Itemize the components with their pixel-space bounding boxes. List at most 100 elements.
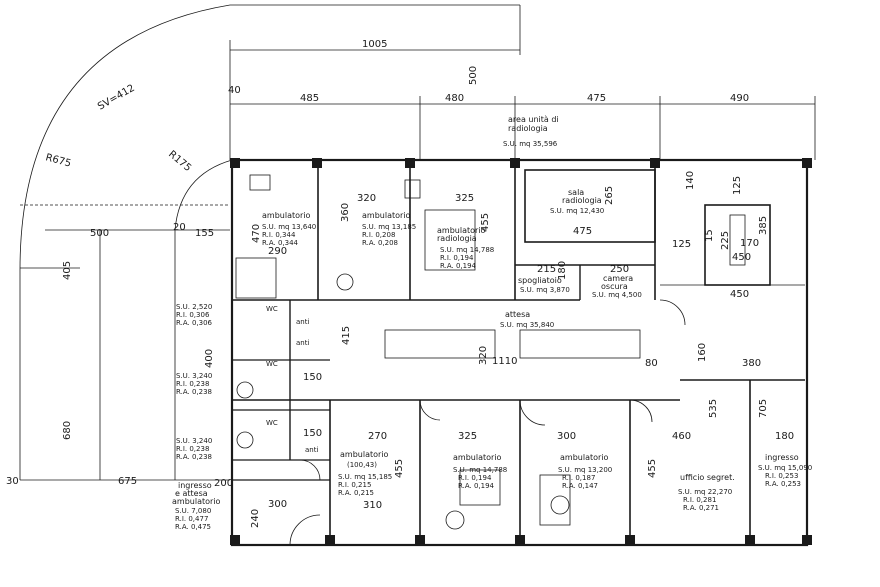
room-su: S.U. mq 13,185 xyxy=(362,223,416,231)
room-name: ambulatorio xyxy=(262,211,311,220)
room-name: ingresso xyxy=(178,481,212,490)
wc-label: WC xyxy=(266,419,278,427)
dim-360: 360 xyxy=(340,203,351,222)
dim-left-675: 675 xyxy=(118,476,137,487)
room-name: sala xyxy=(568,188,584,197)
area-su: S.U. mq 35,596 xyxy=(503,140,558,148)
dim-325: 325 xyxy=(455,193,474,204)
dim-270: 270 xyxy=(368,431,387,442)
dim-455: 455 xyxy=(480,213,491,232)
room-name: spogliatoio xyxy=(518,276,562,285)
dim-200: 200 xyxy=(214,478,233,489)
dim-415: 415 xyxy=(341,326,352,345)
room-su: S.U. mq 4,500 xyxy=(592,291,642,299)
room-name-2: e attesa xyxy=(175,489,208,498)
dim-left-155: 155 xyxy=(195,228,214,239)
room-ra: R.A. 0,194 xyxy=(458,482,495,490)
dim-left-500: 500 xyxy=(90,228,109,239)
wc-label: WC xyxy=(266,305,278,313)
wc-ri: R.I. 0,238 xyxy=(176,380,209,388)
dim-left-20: 20 xyxy=(173,222,186,233)
wc-label: WC xyxy=(266,360,278,368)
dim-1110: 1110 xyxy=(492,356,517,367)
room-name: ambulatorio xyxy=(340,450,389,459)
anti-label: anti xyxy=(296,318,309,326)
dim-290: 290 xyxy=(268,246,287,257)
dim-300: 300 xyxy=(557,431,576,442)
room-su: S.U. mq 14,788 xyxy=(440,246,494,254)
wc-su: S.U. 2,520 xyxy=(176,303,212,311)
dim-150: 150 xyxy=(303,372,322,383)
inner-arc-r175 xyxy=(174,159,233,480)
room-ri: R.I. 0,344 xyxy=(262,231,296,239)
area-name: area unità di xyxy=(508,115,559,124)
room-name-2: oscura xyxy=(601,282,628,291)
dim-320: 320 xyxy=(357,193,376,204)
dim-300b: 300 xyxy=(268,499,287,510)
dim-top-500: 500 xyxy=(468,66,479,85)
room-ri: R.I. 0,253 xyxy=(765,472,798,480)
dim-460: 460 xyxy=(672,431,691,442)
dim-top-490: 490 xyxy=(730,93,749,104)
dim-325b: 325 xyxy=(458,431,477,442)
area-name-2: radiologia xyxy=(508,124,548,133)
room-name: attesa xyxy=(505,310,530,319)
dim-310: 310 xyxy=(363,500,382,511)
dim-80: 80 xyxy=(645,358,658,369)
wc-ri: R.I. 0,238 xyxy=(176,445,209,453)
outer-arc-r675 xyxy=(19,4,520,480)
dim-475: 475 xyxy=(573,226,592,237)
room-ri: R.I. 0,215 xyxy=(338,481,371,489)
dim-535: 535 xyxy=(708,399,719,418)
room-ri: R.I. 0,194 xyxy=(440,254,474,262)
room-ri: R.I. 0,208 xyxy=(362,231,395,239)
room-su: S.U. mq 22,270 xyxy=(678,488,732,496)
room-ri: R.I. 0,477 xyxy=(175,515,208,523)
dim-15: 15 xyxy=(704,229,715,242)
dim-265: 265 xyxy=(604,186,615,205)
anti-label: anti xyxy=(296,339,309,347)
dim-sv-412: SV=412 xyxy=(96,83,137,113)
room-su: S.U. mq 15,090 xyxy=(758,464,812,472)
room-ra: R.A. 0,147 xyxy=(562,482,598,490)
wc-ri: R.I. 0,306 xyxy=(176,311,210,319)
room-name: ambulatorio xyxy=(453,453,502,462)
room-ra: R.A. 0,344 xyxy=(262,239,299,247)
dim-380: 380 xyxy=(742,358,761,369)
dim-150b: 150 xyxy=(303,428,322,439)
anti-label: anti xyxy=(305,446,318,454)
dim-450: 450 xyxy=(730,289,749,300)
dim-125b: 125 xyxy=(672,239,691,250)
room-name: camera xyxy=(603,274,633,283)
room-extra: (100,43) xyxy=(347,461,377,469)
dim-top-485: 485 xyxy=(300,93,319,104)
dim-705: 705 xyxy=(758,399,769,418)
dim-450b: 450 xyxy=(732,252,751,263)
room-ra: R.A. 0,475 xyxy=(175,523,211,531)
dim-radius-r675: R675 xyxy=(44,152,72,169)
dim-470: 470 xyxy=(251,224,262,243)
wc-ra: R.A. 0,238 xyxy=(176,453,212,461)
room-su: S.U. mq 12,430 xyxy=(550,207,604,215)
wc-ra: R.A. 0,238 xyxy=(176,388,212,396)
dim-left-30: 30 xyxy=(6,476,19,487)
dim-225: 225 xyxy=(720,231,731,250)
room-name: ingresso xyxy=(765,453,799,462)
room-name: ambulatorio xyxy=(362,211,411,220)
room-name-2: radiologia xyxy=(562,196,602,205)
room-name: ambulatorio xyxy=(560,453,609,462)
room-name-2: radiologia xyxy=(437,234,477,243)
dim-140: 140 xyxy=(685,171,696,190)
room-su: S.U. mq 14,788 xyxy=(453,466,507,474)
dim-215: 215 xyxy=(537,264,556,275)
room-su: S.U. mq 3,870 xyxy=(520,286,570,294)
dim-radius-r175: R175 xyxy=(166,149,193,174)
room-name-3: ambulatorio xyxy=(172,497,221,506)
room-name: ambulatorio xyxy=(437,226,486,235)
dim-125: 125 xyxy=(732,176,743,195)
dim-455b: 455 xyxy=(394,459,405,478)
room-ri: R.I. 0,194 xyxy=(458,474,492,482)
wc-su: S.U. 3,240 xyxy=(176,437,212,445)
wc-ra: R.A. 0,306 xyxy=(176,319,213,327)
